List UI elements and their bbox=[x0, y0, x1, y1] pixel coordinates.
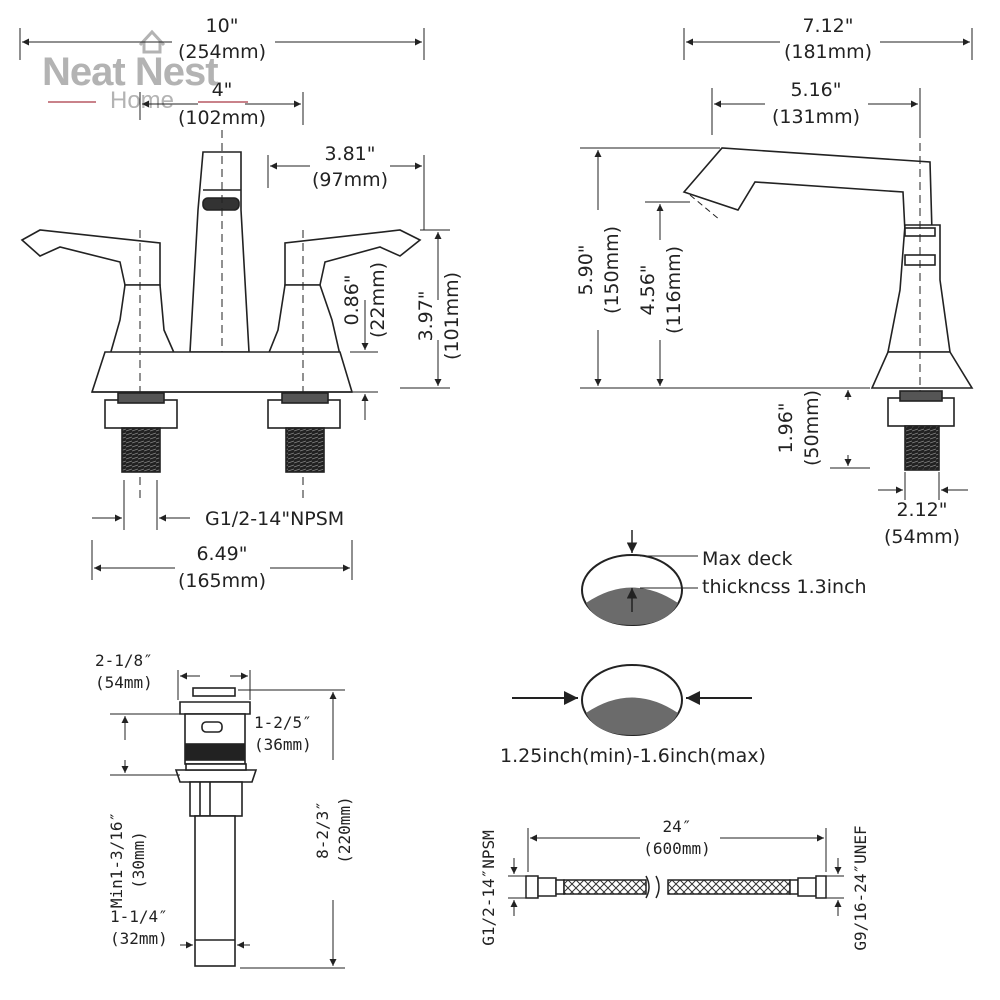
dim-reach-in: 5.16" bbox=[790, 79, 841, 101]
deck-thickness-line2: thickncss 1.3inch bbox=[702, 576, 867, 598]
dim-handle-height-in: 3.97" bbox=[415, 290, 437, 341]
pop-up-drain bbox=[174, 687, 258, 967]
dim-shank-in: 1.96" bbox=[775, 402, 797, 453]
dim-base-height-in: 0.86" bbox=[341, 274, 363, 325]
hose-length-in: 24″ bbox=[663, 817, 692, 836]
drain-body-width-mm: (36mm) bbox=[254, 735, 312, 754]
drain-total-length-in: 8-2/3″ bbox=[313, 801, 332, 859]
side-shank bbox=[904, 425, 940, 471]
dim-base-width-mm: (165mm) bbox=[178, 570, 266, 592]
deck-hole-range: 1.25inch(min)-1.6inch(max) bbox=[500, 745, 766, 767]
dim-spout-handle-in: 3.81" bbox=[324, 143, 375, 165]
dim-overall-width-in: 10" bbox=[206, 15, 239, 37]
side-view bbox=[580, 28, 974, 500]
dim-total-height-mm: (150mm) bbox=[601, 226, 623, 314]
front-right-shank bbox=[285, 427, 325, 473]
hose-right-thread: G9/16-24″UNEF bbox=[851, 825, 870, 950]
front-left-handle bbox=[20, 229, 161, 286]
house-icon bbox=[138, 29, 166, 54]
deck-hole-diagram bbox=[512, 664, 752, 736]
deck-thickness-line1: Max deck bbox=[702, 548, 793, 570]
brand-logo: Neat Nest Home bbox=[42, 29, 248, 114]
drain-min-length-mm: (30mm) bbox=[129, 831, 148, 889]
logo-line2: Home bbox=[110, 87, 174, 114]
drain-body-width-in: 1-2/5″ bbox=[254, 713, 312, 732]
hose-braid-right bbox=[667, 879, 791, 895]
dim-shank-mm: (50mm) bbox=[801, 390, 823, 466]
front-deck-plate bbox=[90, 351, 354, 393]
dim-total-height-in: 5.90" bbox=[575, 244, 597, 295]
logo-line1: Neat Nest bbox=[42, 50, 218, 94]
dim-base-depth-mm: (54mm) bbox=[884, 526, 960, 548]
dim-handle-height-mm: (101mm) bbox=[441, 272, 463, 360]
dim-center-spread-in: 4" bbox=[212, 79, 233, 101]
drain-pipe-width-in: 1-1/4″ bbox=[110, 907, 168, 926]
dim-overall-width-mm: (254mm) bbox=[178, 41, 266, 63]
drain-cap-width-mm: (54mm) bbox=[95, 673, 153, 692]
dim-depth-mm: (181mm) bbox=[784, 41, 872, 63]
drain-total-length-mm: (220mm) bbox=[335, 796, 354, 863]
drain-pipe-width-mm: (32mm) bbox=[110, 929, 168, 948]
deck-thickness-diagram bbox=[581, 530, 698, 626]
drain-cap-width-in: 2-1/8″ bbox=[95, 651, 153, 670]
dim-thread: G1/2-14"NPSM bbox=[205, 508, 344, 530]
dim-center-spread-mm: (102mm) bbox=[178, 107, 266, 129]
dim-spout-height-in: 4.56" bbox=[637, 264, 659, 315]
dim-base-width-in: 6.49" bbox=[196, 543, 247, 565]
dim-spout-height-mm: (116mm) bbox=[663, 246, 685, 334]
front-spout-body bbox=[189, 151, 250, 353]
front-view bbox=[19, 28, 450, 580]
side-spout bbox=[682, 147, 933, 233]
hose-braid-left bbox=[563, 879, 647, 895]
dim-depth-in: 7.12" bbox=[802, 15, 853, 37]
dim-reach-mm: (131mm) bbox=[772, 106, 860, 128]
side-body bbox=[887, 224, 951, 353]
drain-pipe bbox=[194, 815, 236, 967]
dim-base-depth-in: 2.12" bbox=[896, 499, 947, 521]
hose-left-thread: G1/2-14″NPSM bbox=[479, 830, 498, 946]
hose-length-mm: (600mm) bbox=[643, 839, 710, 858]
front-left-shank bbox=[121, 427, 161, 473]
supply-hose bbox=[525, 875, 827, 899]
dim-base-height-mm: (22mm) bbox=[367, 262, 389, 338]
drain-min-length-in: Min1-3/16″ bbox=[107, 812, 126, 908]
dim-spout-handle-mm: (97mm) bbox=[312, 169, 388, 191]
